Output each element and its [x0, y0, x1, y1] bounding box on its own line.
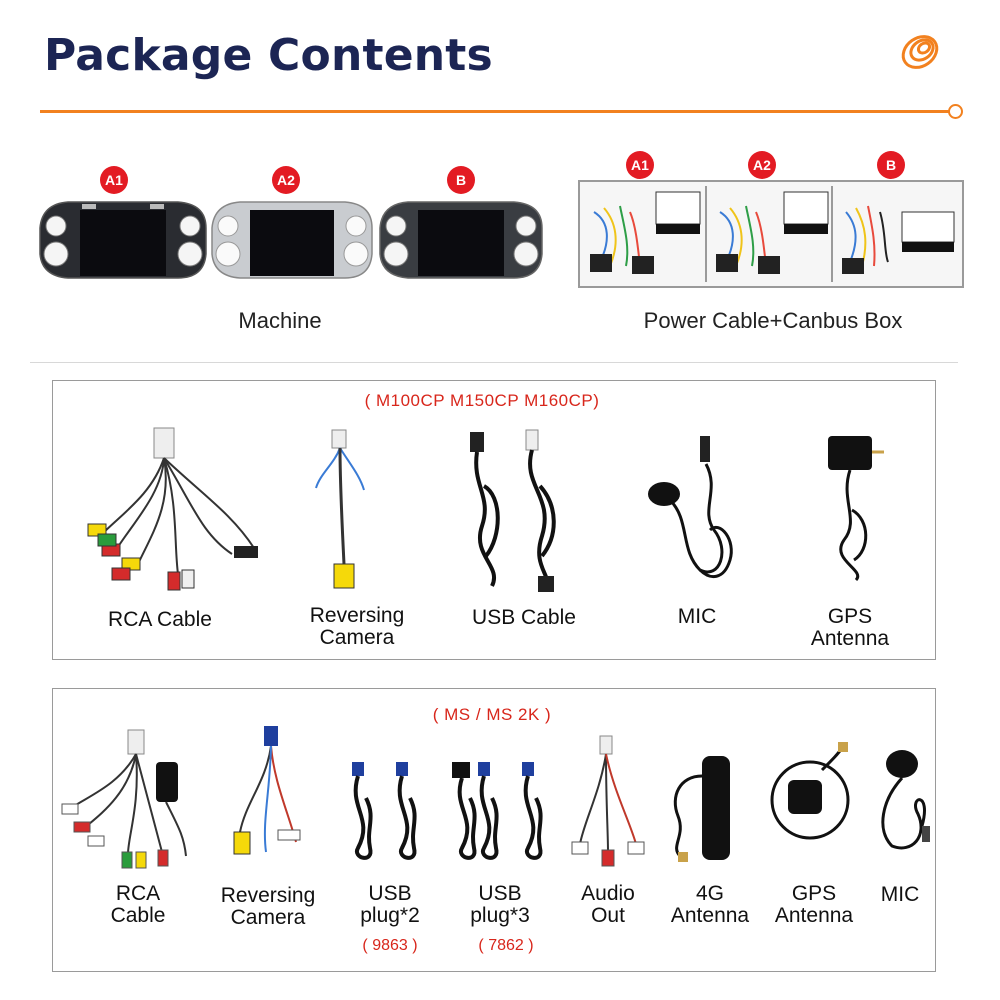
set1-model-note: ( M100CP M150CP M160CP): [364, 391, 600, 410]
machine-a2-image: [210, 198, 375, 282]
page-title: Package Contents: [44, 30, 493, 81]
set2-4g-antenna-image: [660, 736, 760, 866]
divider-end-dot: [948, 104, 963, 119]
set1-gps-antenna-image: [800, 430, 900, 590]
set2-usb-plug-3-code: ( 7862 ): [478, 937, 534, 954]
power-badge-a1: A1: [626, 151, 654, 179]
power-badge-b: B: [877, 151, 905, 179]
machine-b-image: [378, 198, 544, 282]
set1-gps-antenna-label: GPS Antenna: [810, 605, 890, 650]
machine-caption: Machine: [238, 308, 322, 333]
set2-usb-plug-3-label: USB plug*3: [470, 882, 530, 927]
power-badge-a2: A2: [748, 151, 776, 179]
set2-audio-out-image: [570, 732, 650, 872]
power-caption: Power Cable+Canbus Box: [643, 308, 903, 333]
set1-rca-cable-image: [82, 424, 262, 594]
set1-rca-cable-label: RCA Cable: [108, 608, 212, 631]
header-divider: [40, 110, 952, 113]
set2-model-note: ( MS / MS 2K ): [432, 705, 552, 724]
machine-badge-a1: A1: [100, 166, 128, 194]
set2-usb-plug-2-label: USB plug*2: [360, 882, 420, 927]
set1-mic-label: MIC: [677, 605, 717, 628]
machine-a1-image: [38, 198, 208, 282]
machine-badge-a2: A2: [272, 166, 300, 194]
set1-usb-cable-label: USB Cable: [472, 606, 576, 629]
set2-mic-image: [862, 740, 942, 860]
set2-usb-plug-2-code: ( 9863 ): [362, 937, 418, 954]
set2-audio-out-label: Audio Out: [581, 882, 635, 927]
set1-reversing-camera-label: Reversing Camera: [309, 604, 405, 649]
set2-reversing-camera-label: Reversing Camera: [220, 884, 316, 929]
section-separator: [30, 362, 958, 363]
set2-usb-plug-2-image: [344, 758, 434, 868]
brand-logo-icon: [896, 26, 944, 74]
power-cable-panel: [578, 180, 964, 288]
set2-rca-cable-image: [58, 726, 198, 876]
set2-mic-label: MIC: [880, 883, 920, 906]
set2-gps-antenna-label: GPS Antenna: [774, 882, 854, 927]
machine-badge-b: B: [447, 166, 475, 194]
set2-4g-antenna-label: 4G Antenna: [670, 882, 750, 927]
set1-usb-cable-image: [462, 426, 582, 596]
set1-reversing-camera-image: [310, 424, 400, 594]
set2-gps-antenna-image: [762, 740, 862, 860]
set1-mic-image: [640, 430, 750, 590]
set2-rca-cable-label: RCA Cable: [110, 882, 166, 927]
set2-reversing-camera-image: [226, 722, 316, 872]
set2-usb-plug-3-image: [448, 758, 558, 868]
